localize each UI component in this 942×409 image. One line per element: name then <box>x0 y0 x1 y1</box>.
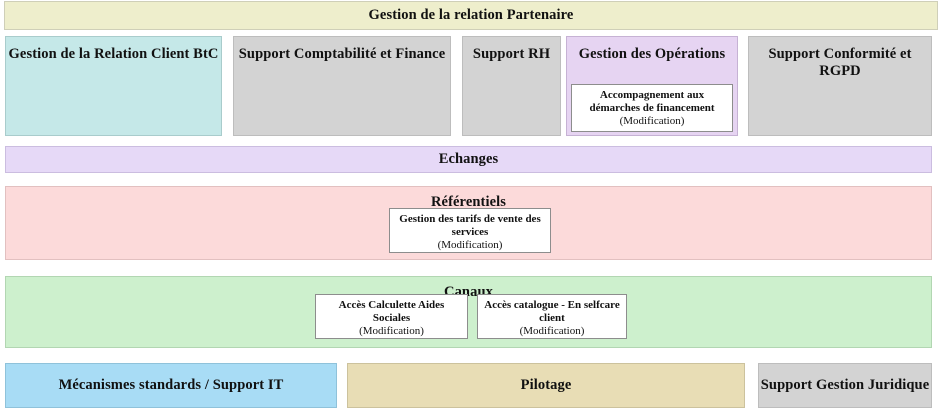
domain-box-gestion-relation-client-btc[interactable]: Gestion de la Relation Client BtC <box>5 36 222 136</box>
card-status: (Modification) <box>619 115 685 128</box>
band-title: Canaux <box>444 284 493 300</box>
footer-title: Support Gestion Juridique <box>760 376 930 393</box>
footer-box-mecanismes-standards-support-it[interactable]: Mécanismes standards / Support IT <box>5 363 337 408</box>
banner-title: Gestion de la relation Partenaire <box>368 6 574 23</box>
band-title: Référentiels <box>430 194 506 210</box>
domain-box-support-comptabilite-finance[interactable]: Support Comptabilité et Finance <box>233 36 451 136</box>
domain-title: Support Comptabilité et Finance <box>238 46 446 62</box>
card-status: (Modification) <box>359 325 424 338</box>
card-status: (Modification) <box>437 239 503 252</box>
footer-title: Pilotage <box>520 376 572 393</box>
domain-title: Gestion de la Relation Client BtC <box>8 46 219 62</box>
card-title: Accès Calculette Aides Sociales <box>338 299 445 325</box>
footer-box-support-gestion-juridique[interactable]: Support Gestion Juridique <box>758 363 932 408</box>
card-gestion-tarifs-vente-services[interactable]: Gestion des tarifs de vente des services… <box>389 208 551 253</box>
banner-gestion-relation-partenaire: Gestion de la relation Partenaire <box>4 1 938 30</box>
card-title: Gestion des tarifs de vente des services <box>399 213 541 239</box>
domain-box-support-conformite-rgpd[interactable]: Support Conformité et RGPD <box>748 36 932 136</box>
card-status: (Modification) <box>519 325 585 338</box>
domain-title: Support Conformité et RGPD <box>768 46 912 80</box>
card-accompagnement-demarches-financement[interactable]: Accompagnement aux démarches de financem… <box>571 84 733 132</box>
band-canaux[interactable]: Canaux <box>5 276 932 348</box>
domain-box-support-rh[interactable]: Support RH <box>462 36 561 136</box>
domain-title: Support RH <box>472 46 551 62</box>
domain-title: Gestion des Opérations <box>578 46 726 62</box>
card-title: Accès catalogue - En selfcare client <box>484 299 620 325</box>
footer-title: Mécanismes standards / Support IT <box>58 376 284 393</box>
card-acces-catalogue-selfcare-client[interactable]: Accès catalogue - En selfcare client (Mo… <box>477 294 627 339</box>
card-acces-calculette-aides-sociales[interactable]: Accès Calculette Aides Sociales (Modific… <box>315 294 468 339</box>
band-echanges[interactable]: Echanges <box>5 146 932 173</box>
footer-box-pilotage[interactable]: Pilotage <box>347 363 745 408</box>
card-title: Accompagnement aux démarches de financem… <box>589 89 715 115</box>
band-title: Echanges <box>438 150 499 167</box>
